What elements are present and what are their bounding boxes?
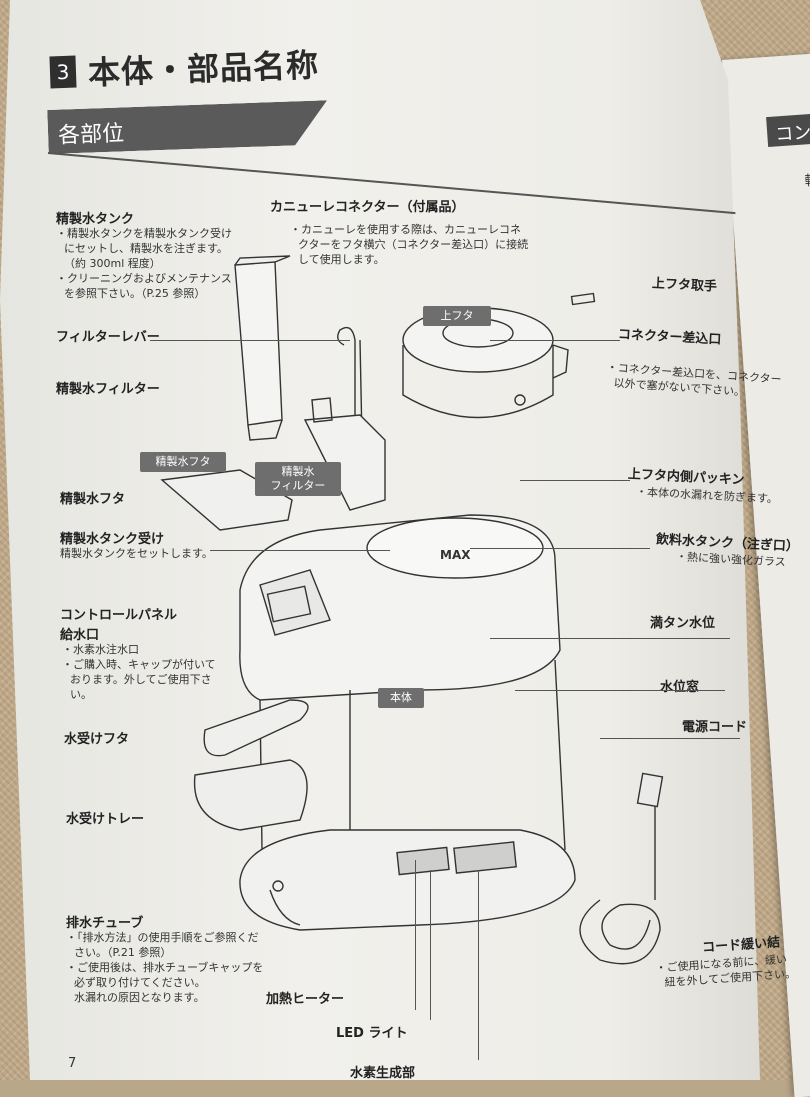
note-line: ・ご購入時、キャップが付いて	[62, 658, 216, 671]
label-control-panel: コントロールパネル	[60, 608, 178, 623]
label-level-window: 水位窓	[660, 680, 700, 695]
leader-line	[490, 638, 730, 639]
leader-line	[520, 480, 630, 481]
tag-body: 本体	[378, 688, 424, 708]
leader-line	[478, 870, 479, 1060]
note-line: を参照下さい。（P.25 参照）	[64, 287, 206, 300]
note-line: ・ご使用後は、排水チューブキャップを	[66, 961, 264, 974]
note-line: い。	[70, 688, 92, 701]
page-number: 7	[68, 1056, 77, 1071]
note-line: ・カニューレを使用する際は、カニューレコネ	[290, 223, 521, 236]
note-line: さい。（P.21 参照）	[74, 946, 172, 959]
label-drip-tray: 水受けトレー	[66, 812, 145, 827]
leader-line	[150, 340, 350, 341]
label-filter-lever: フィルターレバー	[56, 330, 160, 345]
note-line: ・クリーニングおよびメンテナンス	[56, 272, 232, 285]
label-heater: 加熱ヒーター	[266, 992, 345, 1007]
notes-cannula-connector: ・カニューレを使用する際は、カニューレコネ クターをフタ横穴（コネクター差込口）…	[290, 222, 528, 267]
label-full-level: 満タン水位	[650, 616, 716, 631]
label-inlet: 給水口	[60, 628, 100, 643]
tag-top-lid: 上フタ	[423, 306, 491, 326]
note-line: 水漏れの原因となります。	[74, 991, 205, 1004]
label-top-lid-handle: 上フタ取手	[651, 276, 718, 295]
leader-line	[470, 548, 650, 549]
note-line: おります。外してご使用下さ	[70, 673, 212, 686]
leader-line	[600, 738, 740, 739]
note-line: して使用します。	[298, 253, 385, 266]
leader-line	[490, 340, 620, 341]
label-tank-holder: 精製水タンク受け	[60, 532, 165, 547]
note-line: 必ず取り付けてください。	[74, 976, 206, 989]
note-line: （約 300ml 程度）	[64, 257, 161, 270]
label-purified-tank: 精製水タンク	[56, 212, 135, 227]
leader-line	[515, 690, 725, 691]
label-cannula-connector: カニューレコネクター（付属品）	[270, 200, 465, 215]
note-line: クターをフタ横穴（コネクター差込口）に接続	[298, 238, 529, 251]
note-tank-holder: 精製水タンクをセットします。	[60, 547, 213, 560]
tag-purified-filter-line1: 精製水	[281, 465, 315, 478]
tag-purified-lid: 精製水フタ	[140, 452, 226, 472]
notes-purified-tank: ・精製水タンクを精製水タンク受け にセットし、精製水を注ぎます。 （約 300m…	[56, 226, 232, 301]
notes-drain-tube: ・「排水方法」の使用手順をご参照くだ さい。（P.21 参照） ・ご使用後は、排…	[66, 930, 263, 1005]
label-purified-filter: 精製水フィルター	[56, 382, 160, 397]
leader-line	[415, 860, 416, 1010]
label-drain-tube: 排水チューブ	[66, 916, 144, 931]
tag-purified-filter: 精製水 フィルター	[255, 462, 341, 496]
max-mark: MAX	[440, 548, 471, 562]
notes-inlet: ・水素水注水口 ・ご購入時、キャップが付いて おります。外してご使用下さ い。	[62, 642, 216, 702]
tag-purified-filter-line2: フィルター	[270, 479, 326, 492]
note-line: ・精製水タンクを精製水タンク受け	[56, 227, 232, 240]
leader-line	[210, 550, 390, 551]
note-line: ・「排水方法」の使用手順をご参照くだ	[66, 931, 259, 944]
label-drip-lid: 水受けフタ	[64, 732, 130, 747]
leader-line	[430, 870, 431, 1020]
note-line: にセットし、精製水を注ぎます。	[64, 242, 228, 255]
note-line: ・水素水注水口	[62, 643, 139, 656]
label-power-cord: 電源コード	[682, 720, 748, 735]
label-led-light: LED ライト	[336, 1026, 408, 1041]
label-hydrogen-generator: 水素生成部	[350, 1066, 416, 1081]
label-purified-lid: 精製水フタ	[60, 492, 126, 507]
